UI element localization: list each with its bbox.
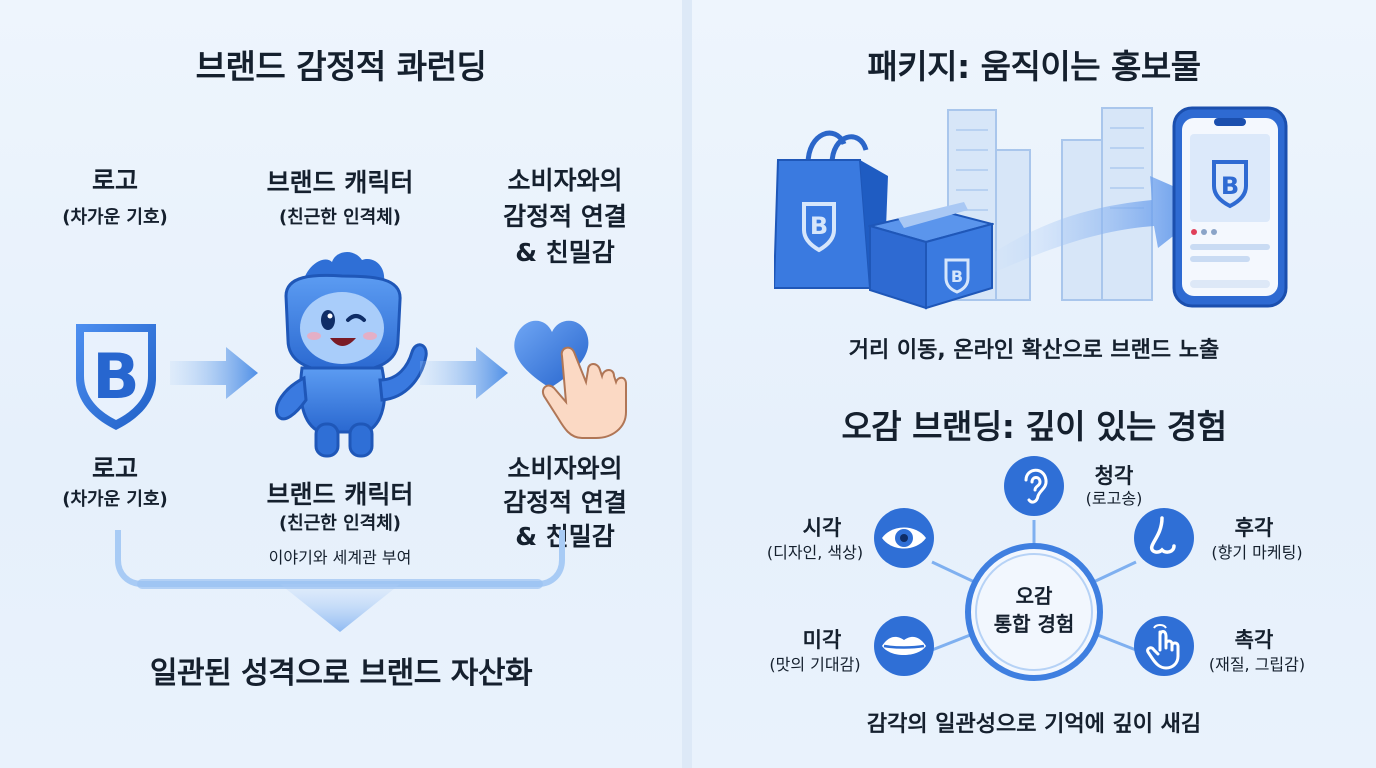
box-logo-letter: B (951, 267, 963, 286)
brand-logo-shield-icon: B (76, 324, 156, 430)
right-panel: 패키지: 움직이는 홍보물 B B (692, 0, 1376, 768)
logo-letter: B (92, 340, 139, 413)
emotion-top-label-2: 감정적 연결 (503, 202, 627, 231)
sense-sight-name: 시각 (802, 516, 842, 540)
sense-hearing-name: 청각 (1094, 464, 1134, 488)
character-top-label: 브랜드 캐릭터 (266, 168, 414, 197)
nose-icon (1134, 508, 1194, 568)
sense-hearing-detail: (로고송) (1085, 489, 1143, 508)
arrow-logo-to-character (170, 347, 258, 399)
emotion-top-label-1: 소비자와의 (507, 166, 623, 195)
left-panel: 브랜드 감정적 콰런딩 로고 (차가운 기호) 브랜드 캐릭터 (친근한 인격체… (0, 0, 682, 768)
touch-hand-icon (1134, 616, 1194, 676)
emotion-bottom-label-1: 소비자와의 (507, 454, 623, 483)
logo-top-label: 로고 (91, 166, 138, 195)
convergence-bracket (115, 530, 565, 632)
sense-touch-name: 촉각 (1234, 628, 1274, 652)
eye-icon (874, 508, 934, 568)
package-title: 패키지: 움직이는 홍보물 (867, 47, 1201, 86)
sense-taste-name: 미각 (802, 628, 842, 652)
sense-touch-detail: (재질, 그립감) (1208, 655, 1306, 674)
ear-icon (1004, 456, 1064, 516)
hub-label-2: 통합 경험 (993, 612, 1075, 636)
brand-mascot-character (275, 251, 428, 458)
package-box-icon: B (868, 202, 994, 310)
character-bottom-label: 브랜드 캐릭터 (266, 480, 414, 509)
character-bottom-sublabel: (친근한 인격체) (278, 513, 402, 534)
senses-caption: 감각의 일관성으로 기억에 깊이 새김 (866, 712, 1202, 737)
logo-bottom-label: 로고 (91, 454, 138, 483)
sense-sight-detail: (디자인, 색상) (766, 543, 864, 562)
bag-logo-letter: B (810, 212, 828, 240)
character-bottom-note: 이야기와 세계관 부여 (268, 548, 412, 567)
emotion-top-label-3: & 친밀감 (515, 238, 615, 267)
senses-title: 오감 브랜딩: 깊이 있는 경험 (841, 407, 1227, 446)
logo-top-sublabel: (차가운 기호) (62, 207, 168, 228)
left-title: 브랜드 감정적 콰런딩 (195, 47, 487, 86)
package-caption: 거리 이동, 온라인 확산으로 브랜드 노출 (848, 338, 1220, 363)
sense-smell-detail: (향기 마케팅) (1211, 543, 1303, 562)
character-top-sublabel: (친근한 인격체) (278, 207, 402, 228)
left-conclusion: 일관된 성격으로 브랜드 자산화 (149, 656, 533, 691)
lips-icon (874, 616, 934, 676)
hub-label-1: 오감 (1015, 584, 1053, 608)
sense-taste-detail: (맛의 기대감) (769, 655, 861, 674)
arrow-character-to-emotion (420, 347, 508, 399)
sense-smell-name: 후각 (1234, 516, 1274, 540)
emotion-bottom-label-2: 감정적 연결 (503, 488, 627, 517)
senses-hub-circle (965, 543, 1103, 681)
phone-logo-letter: B (1221, 172, 1239, 200)
smartphone-icon: B (1172, 106, 1288, 308)
logo-bottom-sublabel: (차가운 기호) (62, 489, 168, 510)
heart-touch-icon (514, 320, 627, 439)
arrow-to-phone (982, 176, 1214, 278)
